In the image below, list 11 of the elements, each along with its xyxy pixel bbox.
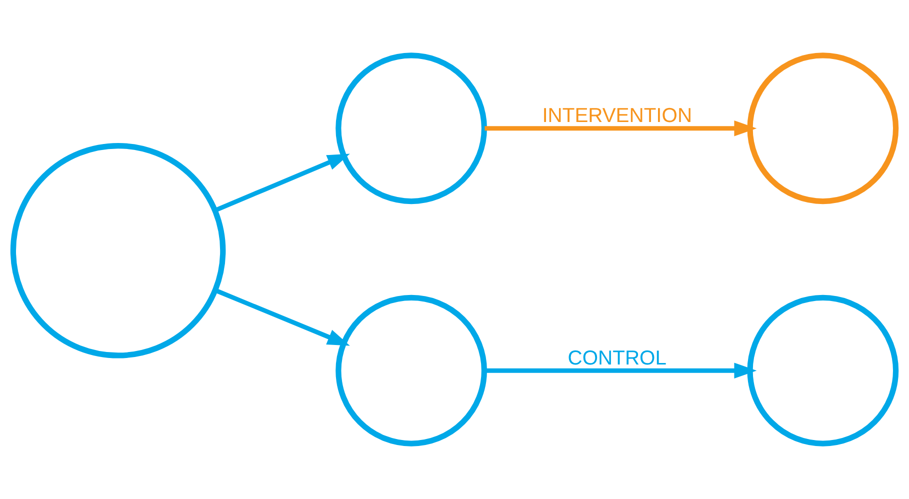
node-circle <box>336 52 488 204</box>
edge-label: CONTROL <box>568 347 666 370</box>
arrow <box>484 120 757 136</box>
node-circle <box>747 294 899 446</box>
node-circle <box>747 52 899 204</box>
node-circle <box>10 142 226 358</box>
edge-label: INTERVENTION <box>542 105 692 128</box>
arrow <box>214 288 350 346</box>
arrow <box>214 154 350 212</box>
arrow <box>484 362 757 378</box>
node-circle <box>336 294 488 446</box>
